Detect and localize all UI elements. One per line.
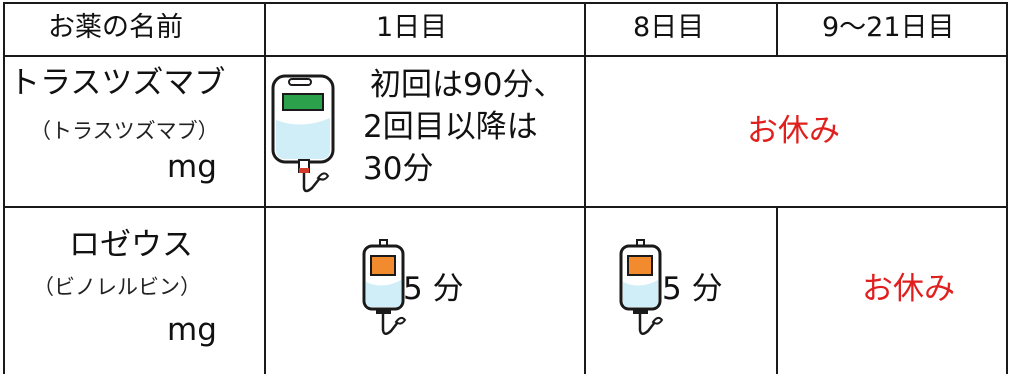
table-column-divider — [264, 2, 266, 374]
day8-infusion-time: 5 分 — [662, 271, 723, 307]
header-day-8: 8日目 — [633, 12, 705, 43]
day1-infusion-time-line-1: 初回は90分、 — [370, 67, 565, 103]
drug-name-rozeus: ロゼウス — [69, 227, 193, 263]
drug-generic-name: （トラスツズマブ） — [30, 119, 219, 143]
table-right-border — [1006, 2, 1008, 374]
drug-dose-unit: mg — [167, 149, 217, 185]
table-column-divider — [584, 207, 586, 374]
drug-dose-unit: mg — [167, 312, 217, 348]
day1-infusion-time-line-3: 30分 — [363, 151, 434, 187]
rest-label: お休み — [862, 271, 955, 307]
table-left-border — [3, 2, 5, 374]
table-column-divider — [776, 207, 778, 374]
iv-drip-bag-icon — [619, 239, 664, 335]
iv-drip-bag-icon — [271, 74, 335, 193]
iv-drip-bag-icon — [362, 239, 407, 335]
table-column-divider — [584, 2, 586, 207]
table-row-divider — [3, 206, 1007, 208]
header-day-9-21: 9〜21日目 — [822, 12, 955, 43]
day1-infusion-time: 5 分 — [403, 271, 464, 307]
table-border-top — [3, 2, 1007, 4]
table-row-divider — [3, 55, 1007, 57]
header-drug-name: お薬の名前 — [48, 12, 183, 43]
rest-label: お休み — [747, 113, 840, 149]
day1-infusion-time-line-2: 2回目以降は — [363, 109, 538, 145]
table-column-divider — [776, 2, 778, 56]
drug-generic-name: （ビノレルビン） — [33, 275, 201, 299]
header-day-1: 1日目 — [376, 12, 448, 43]
drug-name-trastuzumab: トラスツズマブ — [9, 65, 226, 101]
